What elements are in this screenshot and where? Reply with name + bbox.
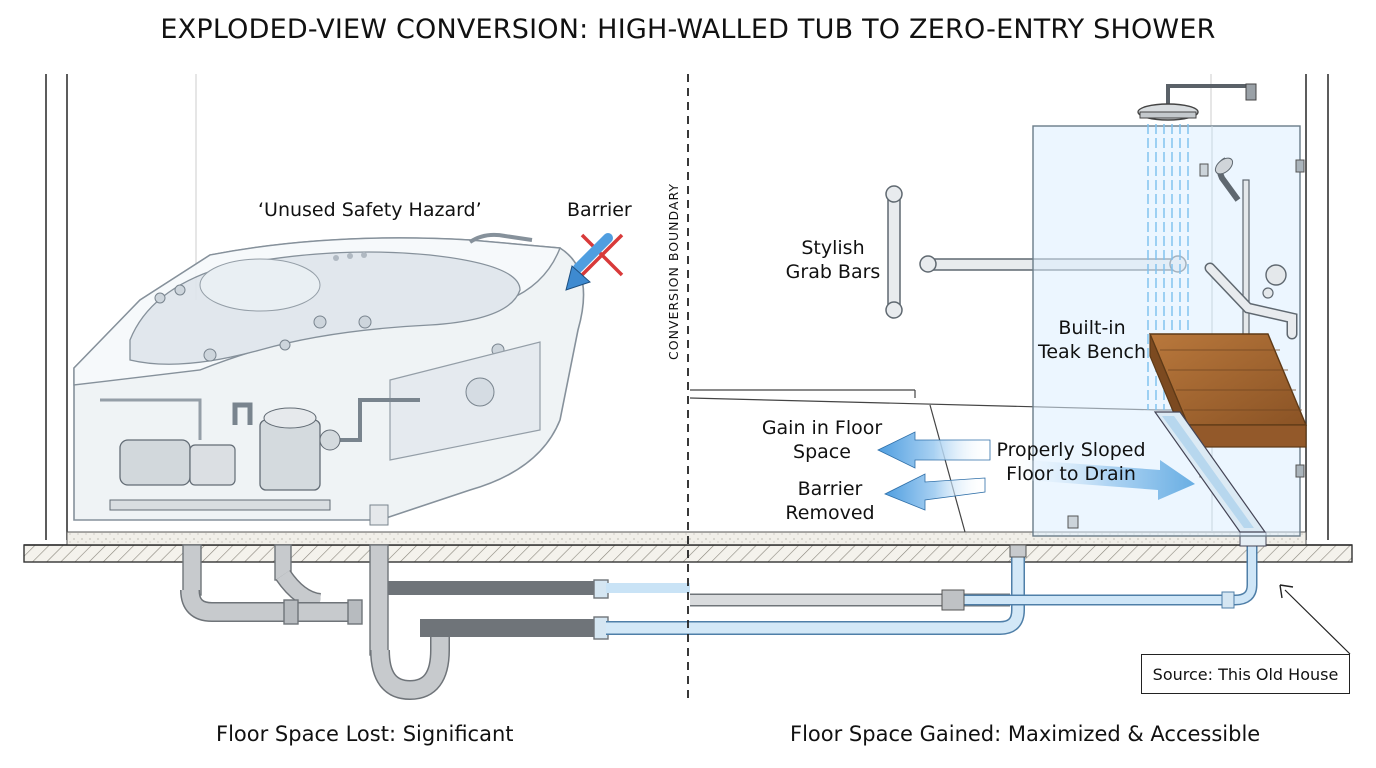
sloped-floor-label: Properly Sloped Floor to Drain bbox=[990, 438, 1152, 486]
page-title: EXPLODED-VIEW CONVERSION: HIGH-WALLED TU… bbox=[160, 14, 1216, 45]
hand-shower bbox=[1204, 157, 1298, 356]
unused-safety-hazard-label: ‘Unused Safety Hazard’ bbox=[258, 199, 482, 221]
floor-space-lost-caption: Floor Space Lost: Significant bbox=[216, 722, 514, 746]
barrier-removed-label: Barrier Removed bbox=[780, 477, 880, 525]
barrier-arrow-icon bbox=[565, 233, 613, 291]
source-pointer bbox=[1279, 584, 1351, 655]
grab-bars-label-line2: Grab Bars bbox=[785, 261, 881, 283]
sloped-floor-label-line2: Floor to Drain bbox=[1006, 463, 1136, 485]
source-credit: Source: This Old House bbox=[1141, 654, 1350, 694]
sloped-floor-label-line1: Properly Sloped bbox=[996, 439, 1146, 461]
gain-floor-space-label-line1: Gain in Floor bbox=[761, 417, 883, 439]
new-drain-pipes bbox=[606, 531, 1267, 635]
gain-floor-space-label: Gain in Floor Space bbox=[755, 416, 889, 464]
barrier-removed-label-line1: Barrier bbox=[797, 478, 863, 500]
barrier-removed-label-line2: Removed bbox=[785, 502, 875, 524]
old-drain-pipes bbox=[180, 544, 609, 701]
grab-bars-label: Stylish Grab Bars bbox=[783, 236, 883, 284]
room-walls bbox=[45, 74, 1329, 540]
slope-arrow-icon bbox=[1000, 458, 1195, 500]
teak-bench bbox=[1148, 333, 1308, 448]
conversion-boundary-label: CONVERSION BOUNDARY bbox=[666, 182, 681, 360]
gain-space-arrow-icon bbox=[877, 431, 991, 469]
barrier-label: Barrier bbox=[567, 199, 632, 221]
teak-bench-label-line2: Teak Bench bbox=[1037, 341, 1146, 363]
whirlpool-tub bbox=[73, 232, 585, 526]
teak-bench-label: Built-in Teak Bench bbox=[1036, 316, 1148, 364]
teak-bench-label-line1: Built-in bbox=[1058, 317, 1126, 339]
gain-floor-space-label-line2: Space bbox=[793, 441, 851, 463]
barrier-removed-arrow-icon bbox=[884, 473, 986, 511]
grab-bars-label-line1: Stylish bbox=[801, 237, 865, 259]
shower-head-icon bbox=[1137, 83, 1257, 121]
floor-space-gained-caption: Floor Space Gained: Maximized & Accessib… bbox=[790, 722, 1261, 746]
barrier-x-icon bbox=[580, 233, 624, 277]
drain-icon bbox=[1153, 411, 1267, 533]
